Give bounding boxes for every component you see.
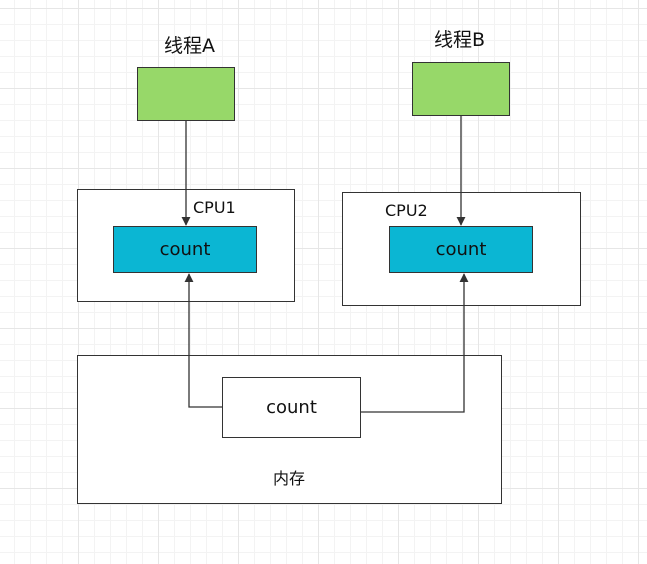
cpu1-count-register: count [113, 226, 257, 273]
memory-to-cpu1-arrow [184, 273, 222, 408]
cpu2-label: CPU2 [385, 201, 428, 220]
memory-count-box: count [222, 377, 361, 438]
thread-a-box [137, 67, 235, 121]
cpu2-count-register: count [389, 226, 533, 273]
thread-a-label: 线程A [164, 35, 215, 57]
memory-to-cpu2-arrow [361, 273, 469, 413]
thread-b-label: 线程B [434, 29, 486, 51]
cpu1-label: CPU1 [193, 198, 236, 217]
thread-b-box [412, 62, 510, 116]
memory-label: 内存 [273, 469, 306, 488]
